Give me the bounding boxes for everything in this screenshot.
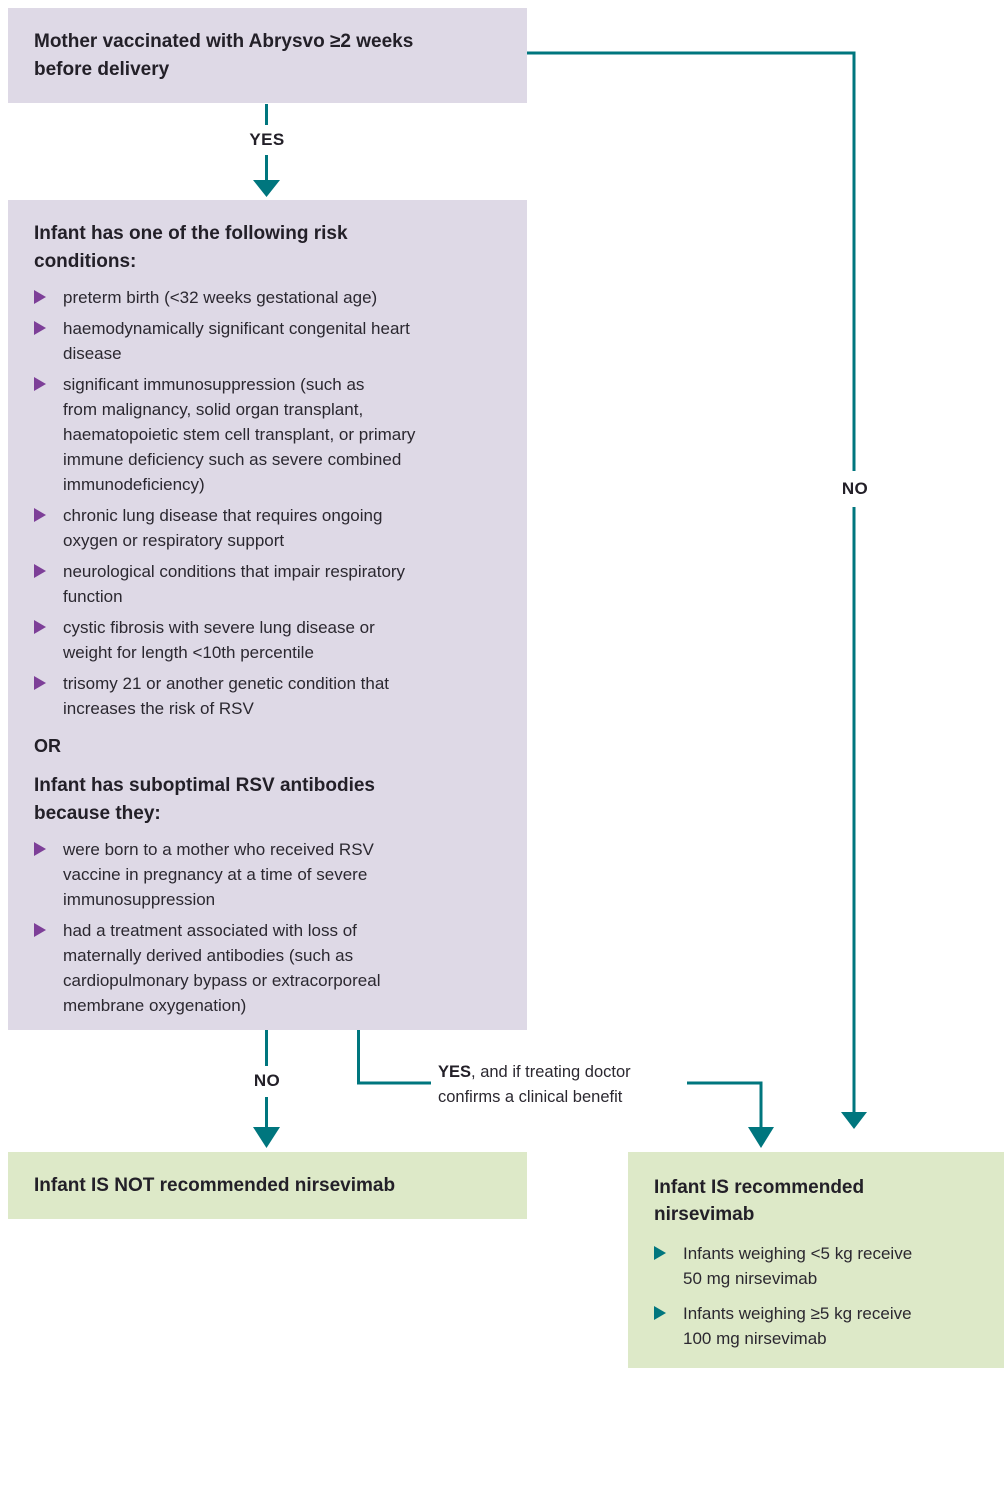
triangle-bullet-icon bbox=[34, 620, 46, 634]
or-label: OR bbox=[34, 736, 61, 756]
triangle-bullet-icon bbox=[34, 290, 46, 304]
risk-conditions-heading: Infant has one of the following risk con… bbox=[34, 223, 348, 272]
triangle-bullet-icon bbox=[34, 923, 46, 937]
no-bottom-arrow bbox=[253, 1030, 280, 1148]
triangle-bullet-icon bbox=[34, 508, 46, 522]
antibody-bullet-maternal-vaccine: were born to a mother who received RSV v… bbox=[34, 837, 505, 912]
triangle-bullet-icon bbox=[34, 377, 46, 391]
antibody-bullet-text: were born to a mother who received RSV v… bbox=[63, 840, 374, 909]
dose-bullet-text: Infants weighing <5 kg receive 50 mg nir… bbox=[683, 1244, 913, 1288]
triangle-bullet-icon bbox=[654, 1306, 666, 1320]
risk-bullet-cystic-fibrosis: cystic fibrosis with severe lung disease… bbox=[34, 615, 505, 665]
risk-bullet-text: trisomy 21 or another genetic condition … bbox=[63, 674, 390, 718]
not-recommended-box: Infant IS NOT recommended nirsevimab bbox=[8, 1152, 527, 1219]
no-bottom-label: NO bbox=[251, 1071, 283, 1091]
triangle-bullet-icon bbox=[34, 564, 46, 578]
suboptimal-antibodies-heading: Infant has suboptimal RSV antibodies bec… bbox=[34, 775, 375, 824]
risk-bullet-text: significant immunosuppression (such as f… bbox=[63, 375, 416, 494]
mother-vaccinated-text: Mother vaccinated with Abrysvo ≥2 weeks … bbox=[34, 30, 414, 80]
risk-bullet-text: neurological conditions that impair resp… bbox=[63, 562, 406, 606]
triangle-bullet-icon bbox=[34, 321, 46, 335]
antibody-bullet-treatment-loss: had a treatment associated with loss of … bbox=[34, 918, 505, 1018]
risk-bullet-text: chronic lung disease that requires ongoi… bbox=[63, 506, 383, 550]
risk-bullet-immunosuppression: significant immunosuppression (such as f… bbox=[34, 372, 505, 497]
triangle-bullet-icon bbox=[654, 1246, 666, 1260]
risk-bullet-neurological: neurological conditions that impair resp… bbox=[34, 559, 505, 609]
recommended-heading: Infant IS recommended nirsevimab bbox=[654, 1177, 865, 1225]
mother-vaccinated-box: Mother vaccinated with Abrysvo ≥2 weeks … bbox=[8, 8, 527, 103]
yes-top-arrow bbox=[253, 104, 280, 197]
yes-bottom-label-bold: YES bbox=[438, 1063, 472, 1081]
risk-bullet-text: haemodynamically significant congenital … bbox=[63, 319, 410, 363]
triangle-bullet-icon bbox=[34, 676, 46, 690]
dose-bullet-under-5kg: Infants weighing <5 kg receive 50 mg nir… bbox=[654, 1241, 988, 1291]
dose-bullet-over-5kg: Infants weighing ≥5 kg receive 100 mg ni… bbox=[654, 1301, 988, 1351]
risk-bullet-preterm: preterm birth (<32 weeks gestational age… bbox=[34, 285, 505, 310]
risk-bullet-text: cystic fibrosis with severe lung disease… bbox=[63, 618, 375, 662]
yes-top-label: YES bbox=[247, 130, 287, 150]
triangle-bullet-icon bbox=[34, 842, 46, 856]
no-right-label: NO bbox=[839, 479, 871, 499]
risk-bullet-heart-disease: haemodynamically significant congenital … bbox=[34, 316, 505, 366]
antibody-bullet-text: had a treatment associated with loss of … bbox=[63, 921, 381, 1015]
risk-bullet-text: preterm birth (<32 weeks gestational age… bbox=[63, 288, 378, 307]
no-right-path bbox=[527, 51, 867, 1129]
risk-conditions-box: Infant has one of the following risk con… bbox=[8, 200, 527, 1030]
risk-bullet-trisomy: trisomy 21 or another genetic condition … bbox=[34, 671, 505, 721]
yes-bottom-label-rest: , and if treating doctor confirms a clin… bbox=[438, 1063, 631, 1106]
recommended-box: Infant IS recommended nirsevimab Infants… bbox=[628, 1152, 1004, 1368]
risk-bullet-lung-disease: chronic lung disease that requires ongoi… bbox=[34, 503, 505, 553]
yes-bottom-label: YES, and if treating doctor confirms a c… bbox=[438, 1060, 698, 1110]
not-recommended-text: Infant IS NOT recommended nirsevimab bbox=[34, 1174, 396, 1196]
yes-bottom-path bbox=[357, 1030, 774, 1148]
dose-bullet-text: Infants weighing ≥5 kg receive 100 mg ni… bbox=[683, 1304, 912, 1348]
